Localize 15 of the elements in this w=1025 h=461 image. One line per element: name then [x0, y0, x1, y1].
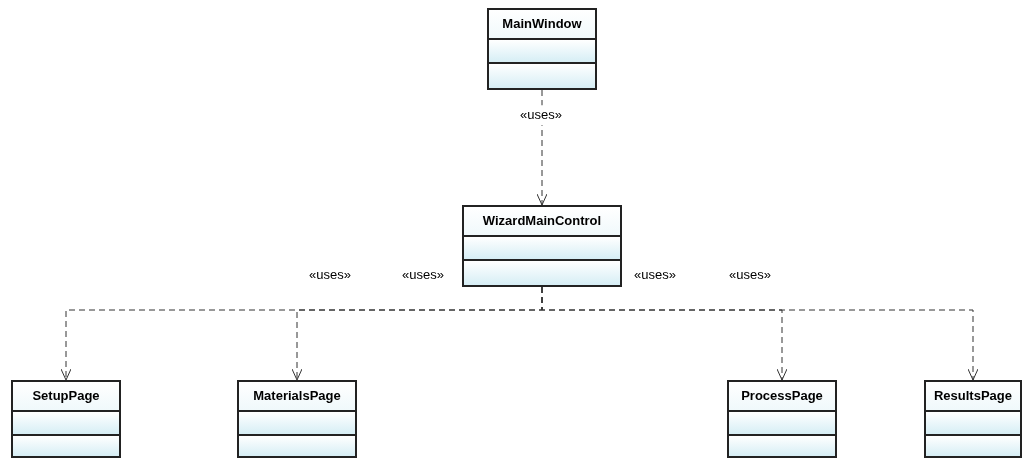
class-name: ProcessPage — [741, 387, 823, 406]
class-name: SetupPage — [32, 387, 100, 406]
class-box — [11, 380, 121, 458]
class-name: ResultsPage — [933, 387, 1012, 406]
class-box — [487, 8, 597, 90]
class-name: WizardMainControl — [482, 212, 602, 231]
dependency-arrow — [536, 89, 548, 206]
edge-label: «uses» — [518, 105, 564, 125]
class-name: MainWindow — [502, 15, 582, 34]
class-name: MaterialsPage — [253, 387, 341, 406]
dependency-arrow — [541, 286, 979, 381]
class-box — [237, 380, 357, 458]
class-box — [727, 380, 837, 458]
class-box — [462, 205, 622, 287]
class-box — [924, 380, 1022, 458]
